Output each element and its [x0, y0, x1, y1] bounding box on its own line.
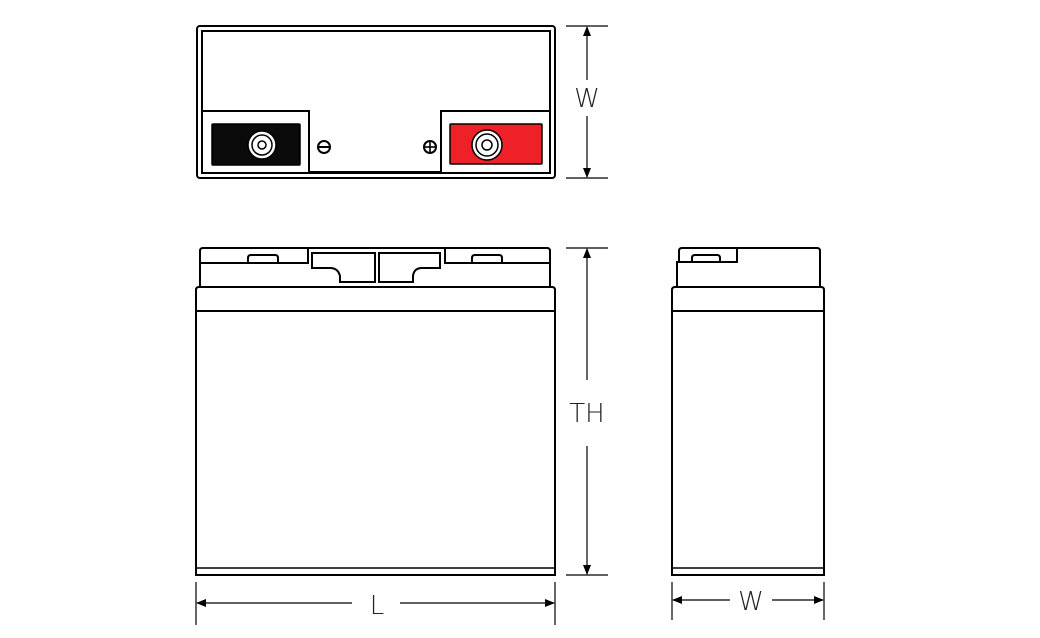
top-view [196, 25, 556, 179]
length-label: L [370, 591, 385, 621]
side-width-label: W [738, 587, 764, 617]
width-dimension-top: W [566, 25, 608, 179]
front-view [195, 247, 556, 576]
width-label: W [574, 84, 600, 114]
width-dimension-side: W [671, 582, 825, 620]
negative-post-icon [247, 130, 277, 160]
total-height-label: TH [569, 399, 604, 429]
minus-icon [317, 140, 331, 154]
length-dimension: L [195, 582, 556, 625]
total-height-dimension: TH [566, 247, 608, 576]
plus-icon [423, 140, 437, 154]
side-view [671, 247, 825, 576]
positive-post-icon [471, 129, 503, 161]
